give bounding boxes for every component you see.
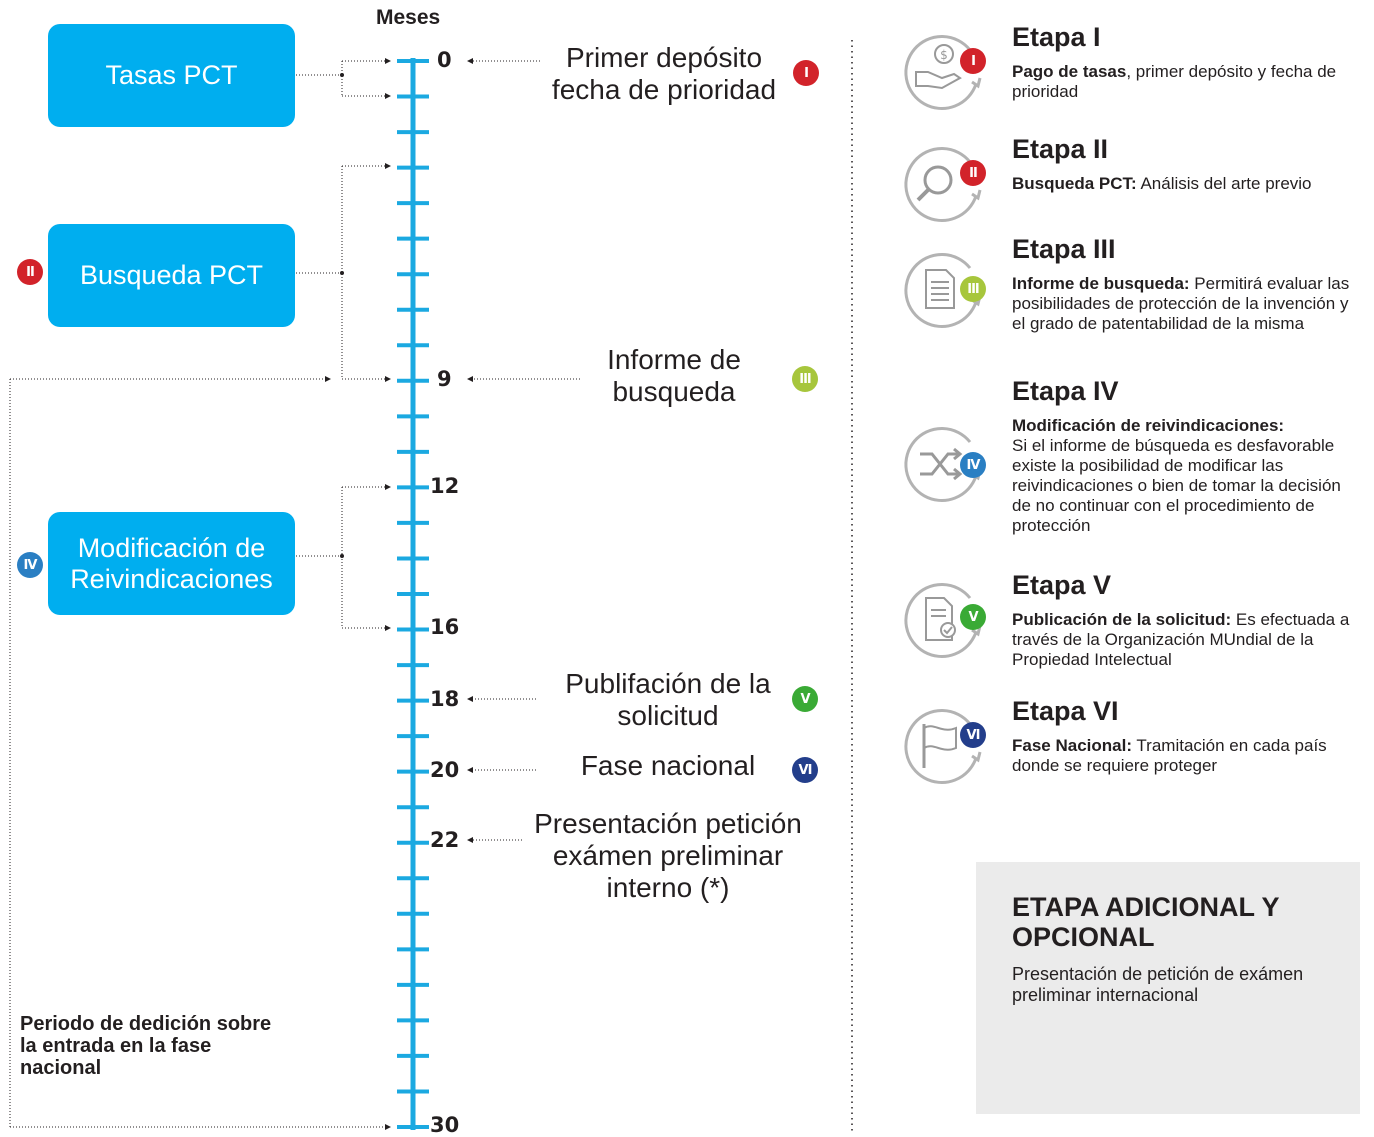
- modificacion-label: Modificación de Reivindicaciones: [70, 532, 273, 594]
- stage-5: V Etapa V Publicación de la solicitud: E…: [898, 570, 1368, 696]
- stage-1-desc: Pago de tasas, primer depósito y fecha d…: [1012, 62, 1360, 102]
- event-publicacion: Publifación de la solicitud: [565, 668, 771, 731]
- badge-iv-left: IV: [17, 552, 43, 578]
- stage-2: II Etapa II Busqueda PCT: Análisis del a…: [898, 134, 1368, 260]
- stage-4: IV Etapa IV Modificación de reivindicaci…: [898, 376, 1368, 552]
- stage-4-badge: IV: [960, 452, 986, 478]
- stage-3: III Etapa III Informe de busqueda: Permi…: [898, 234, 1368, 360]
- event-arrows: [467, 58, 580, 843]
- document-icon: [904, 253, 982, 328]
- stage-3-bold: Informe de busqueda:: [1012, 274, 1190, 293]
- tasas-connector: [296, 58, 391, 99]
- tick-label-12: 12: [430, 474, 460, 498]
- stage-2-title: Etapa II: [1012, 134, 1109, 164]
- period-label: Periodo de dedición sobre la entrada en …: [20, 1013, 272, 1079]
- stage-1-badge: I: [960, 48, 986, 74]
- tick-label-18: 18: [430, 687, 460, 711]
- badge-i-event: I: [793, 60, 819, 86]
- stage-1-bold: Pago de tasas: [1012, 62, 1127, 81]
- stage-2-bold: Busqueda PCT:: [1012, 174, 1137, 193]
- document-check-icon: [904, 583, 982, 658]
- stage-5-title: Etapa V: [1012, 570, 1112, 600]
- extra-stage-title: ETAPA ADICIONAL Y OPCIONAL: [1012, 892, 1280, 952]
- stage-5-desc: Publicación de la solicitud: Es efectuad…: [1012, 610, 1360, 670]
- tick-label-0: 0: [437, 48, 452, 72]
- stage-5-text: Es efectuada a través de la Organización…: [1012, 610, 1350, 669]
- busqueda-pct-box: Busqueda PCT: [48, 224, 295, 327]
- stage-4-text: Si el informe de búsqueda es desfavorabl…: [1012, 436, 1341, 535]
- event-presentacion: Presentación petición exámen preliminar …: [534, 808, 802, 903]
- stage-3-desc: Informe de busqueda: Permitirá evaluar l…: [1012, 274, 1360, 334]
- period-bracket: [9, 376, 391, 1130]
- magnifier-icon: [904, 147, 982, 222]
- stage-3-badge: III: [960, 276, 986, 302]
- event-fase-nacional: Fase nacional: [580, 750, 756, 781]
- stage-1: $ I Etapa I Pago de tasas, primer depósi…: [898, 22, 1368, 148]
- stage-6: VI Etapa VI Fase Nacional: Tramitación e…: [898, 696, 1368, 822]
- tasas-pct-box: Tasas PCT: [48, 24, 295, 127]
- stage-4-title: Etapa IV: [1012, 376, 1119, 406]
- stage-3-text: Permitirá evaluar las posibilidades de p…: [1012, 274, 1350, 333]
- stage-6-desc: Fase Nacional: Tramitación en cada país …: [1012, 736, 1360, 776]
- stage-2-desc: Busqueda PCT: Análisis del arte previo: [1012, 174, 1360, 194]
- tasas-pct-label: Tasas PCT: [105, 60, 238, 90]
- badge-iii-event: III: [792, 366, 818, 392]
- tick-label-22: 22: [430, 828, 460, 852]
- hand-coin-icon: $: [904, 35, 982, 110]
- flag-icon: [904, 709, 982, 784]
- stage-5-badge: V: [960, 604, 986, 630]
- busqueda-pct-label: Busqueda PCT: [79, 260, 264, 290]
- stage-1-title: Etapa I: [1012, 22, 1101, 52]
- tick-label-9: 9: [437, 367, 452, 391]
- tick-label-16: 16: [430, 615, 460, 639]
- extra-stage-panel: ETAPA ADICIONAL Y OPCIONAL Presentación …: [976, 862, 1360, 1114]
- stage-6-text: Tramitación en cada país donde se requie…: [1012, 736, 1327, 775]
- busqueda-connector: [296, 163, 391, 382]
- svg-text:$: $: [940, 48, 948, 62]
- event-informe: Informe de busqueda: [607, 344, 741, 407]
- stage-6-bold: Fase Nacional:: [1012, 736, 1132, 755]
- stage-3-title: Etapa III: [1012, 234, 1116, 264]
- stage-2-text: Análisis del arte previo: [1136, 174, 1312, 193]
- modificacion-box: Modificación de Reivindicaciones: [48, 512, 295, 615]
- stage-5-bold: Publicación de la solicitud:: [1012, 610, 1232, 629]
- stage-1-text: , primer depósito y fecha de prioridad: [1012, 62, 1337, 101]
- stage-4-bold: Modificación de reivindicaciones:: [1012, 416, 1285, 435]
- stage-6-title: Etapa VI: [1012, 696, 1119, 726]
- modificacion-connector: [296, 484, 391, 631]
- stage-2-badge: II: [960, 160, 986, 186]
- badge-vi-event: VI: [792, 757, 818, 783]
- timeline-ticks: [397, 59, 429, 1129]
- stage-4-desc: Modificación de reivindicaciones:Si el i…: [1012, 416, 1360, 536]
- extra-stage-text: Presentación de petición de exámen preli…: [1012, 964, 1304, 1005]
- badge-ii-left: II: [17, 259, 43, 285]
- tick-label-30: 30: [430, 1113, 460, 1137]
- stage-6-badge: VI: [960, 722, 986, 748]
- axis-title: Meses: [376, 6, 441, 29]
- badge-v-event: V: [792, 686, 818, 712]
- tick-label-20: 20: [430, 758, 460, 782]
- event-primer-deposito: Primer depósito fecha de prioridad: [551, 42, 777, 105]
